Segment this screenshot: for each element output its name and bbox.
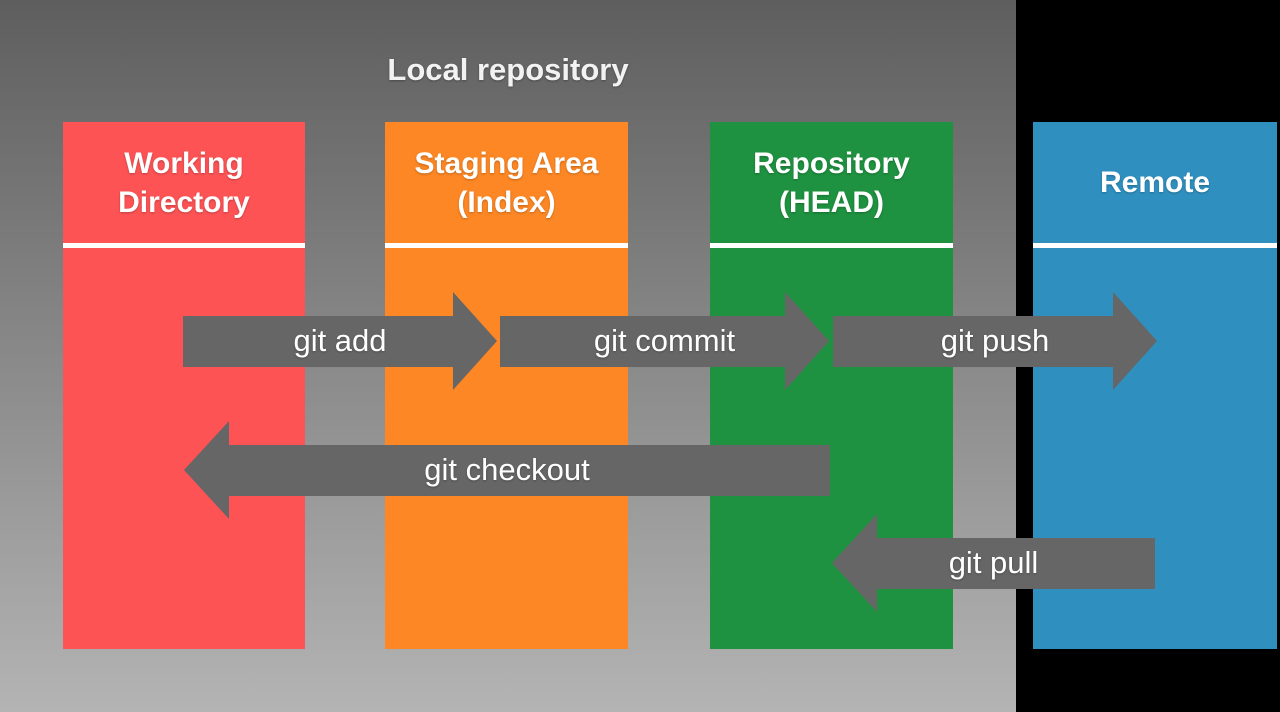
git-pull-arrow: git pull xyxy=(832,514,1155,612)
arrowhead-right-icon xyxy=(453,292,497,390)
box-label-line: (HEAD) xyxy=(779,185,884,219)
repository-head-header: Repository (HEAD) xyxy=(710,122,953,243)
box-label-line: (Index) xyxy=(457,185,556,219)
git-pull-label: git pull xyxy=(948,545,1039,580)
divider-line xyxy=(385,243,628,248)
box-label-line: Working xyxy=(124,146,244,180)
box-label-line: Remote xyxy=(1099,166,1211,199)
remote-header: Remote xyxy=(1033,122,1277,243)
divider-line xyxy=(63,243,305,248)
staging-area-box: Staging Area (Index) xyxy=(385,122,628,649)
git-checkout-label: git checkout xyxy=(424,452,590,487)
arrowhead-right-icon xyxy=(1113,292,1157,390)
box-label-line: Repository xyxy=(753,146,910,180)
git-commit-label: git commit xyxy=(593,323,736,358)
working-directory-header: Working Directory xyxy=(63,122,305,243)
arrow-shaft xyxy=(500,316,785,367)
arrowhead-left-icon xyxy=(832,514,877,612)
box-label-line: Directory xyxy=(118,185,250,219)
git-add-arrow: git add xyxy=(183,292,497,390)
arrow-shaft xyxy=(833,316,1113,367)
working-directory-box: Working Directory xyxy=(63,122,305,649)
git-push-arrow: git push xyxy=(833,292,1157,390)
arrow-shaft xyxy=(877,538,1155,589)
git-commit-arrow: git commit xyxy=(500,292,829,390)
staging-area-header: Staging Area (Index) xyxy=(385,122,628,243)
git-add-label: git add xyxy=(293,323,387,358)
arrowhead-right-icon xyxy=(785,292,829,390)
diagram-title: Local repository xyxy=(387,52,629,87)
divider-line xyxy=(1033,243,1277,248)
box-label-line: Staging Area xyxy=(414,146,599,180)
divider-line xyxy=(710,243,953,248)
arrow-shaft xyxy=(229,445,830,496)
arrow-shaft xyxy=(183,316,453,367)
git-push-label: git push xyxy=(940,323,1050,358)
git-checkout-arrow: git checkout xyxy=(184,421,830,519)
arrowhead-left-icon xyxy=(184,421,229,519)
